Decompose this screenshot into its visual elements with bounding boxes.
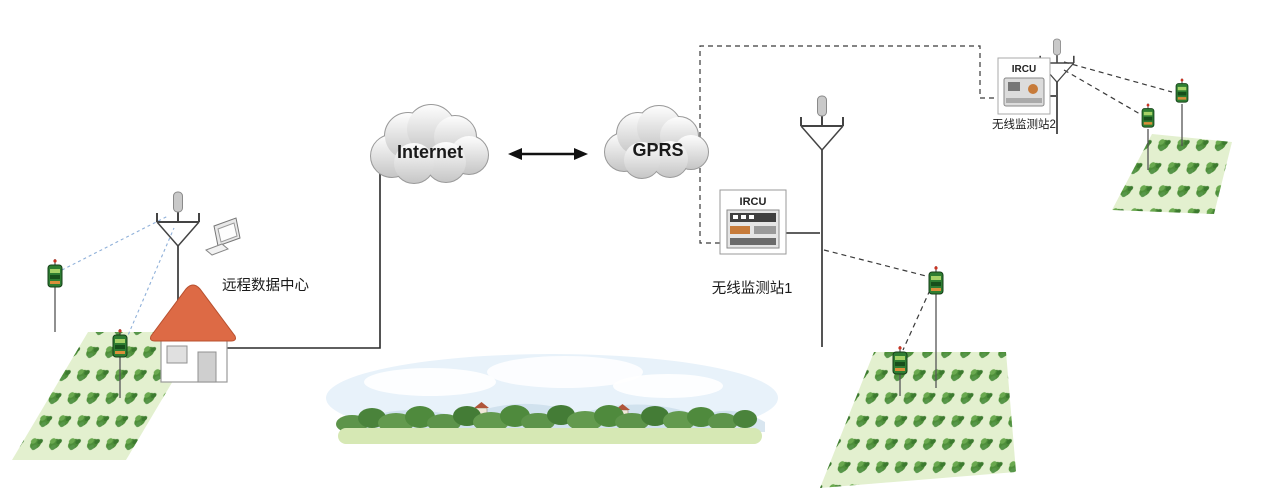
link-leftsensor1-mast	[61, 215, 169, 271]
ircu2-device: IRCU	[997, 57, 1051, 115]
station1-sensor-node-2-icon	[928, 265, 944, 295]
station2-sensor-node-1-icon	[1175, 77, 1189, 103]
internet-label: Internet	[397, 142, 463, 162]
dotted-sensor-links	[61, 215, 175, 341]
gprs-cloud-icon: GPRS	[604, 105, 709, 179]
ircu1-device: IRCU	[719, 189, 787, 255]
station1-antenna-mast-icon	[800, 95, 844, 151]
left-sensor-node-1-icon	[47, 258, 63, 288]
rtu-module-icon	[726, 209, 780, 249]
house-roof	[150, 284, 236, 342]
treeline	[336, 405, 757, 433]
internet-cloud-icon: Internet	[370, 104, 489, 184]
double-arrow-icon	[508, 148, 588, 160]
station1-sensor-node-1-icon	[892, 345, 908, 375]
left-crop-field	[12, 332, 202, 460]
station1-crop-field	[820, 352, 1016, 488]
ircu2-label: IRCU	[1012, 64, 1036, 75]
computer-icon	[205, 217, 241, 256]
link-mast2-sensor-a	[1063, 61, 1173, 93]
data-center-label: 远程数据中心	[222, 277, 309, 294]
line-datacenter-internet	[227, 172, 381, 349]
landscape-scenery	[326, 354, 778, 444]
rtu-module-small-icon	[1003, 77, 1045, 107]
gprs-label: GPRS	[632, 140, 683, 160]
station1-label: 无线监测站1	[712, 280, 793, 297]
dashed-wireless-links	[699, 45, 1173, 351]
ircu1-label: IRCU	[740, 196, 767, 208]
house-door	[197, 351, 217, 383]
station2-label: 无线监测站2	[992, 117, 1056, 131]
sensor-poles	[54, 104, 1183, 398]
link-leftsensor2-mast	[125, 227, 175, 341]
station2-crop-field	[1112, 134, 1232, 214]
mast-poles	[177, 82, 1058, 347]
link-gprs-stations	[699, 45, 998, 244]
house-window	[166, 345, 188, 364]
link-mast2-sensor-b	[1063, 69, 1141, 115]
data-center-house-icon	[150, 284, 236, 383]
link-sensor-sensor	[902, 289, 931, 351]
link-mast1-sensor	[823, 249, 927, 277]
left-antenna-mast-icon	[156, 191, 200, 247]
solid-connectors	[227, 95, 1057, 349]
station2-sensor-node-2-icon	[1141, 102, 1155, 128]
